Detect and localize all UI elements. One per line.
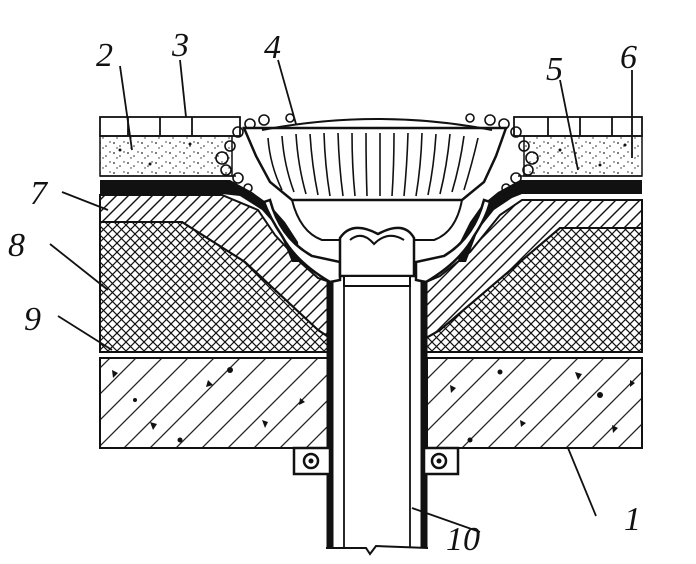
label-2: 2 — [96, 37, 113, 74]
label-5: 5 — [546, 51, 563, 88]
label-7: 7 — [30, 175, 49, 212]
label-1: 1 — [624, 501, 641, 538]
label-9: 9 — [24, 301, 41, 338]
drain-bowl — [262, 198, 492, 284]
pipe-clamps — [292, 446, 460, 476]
label-6: 6 — [620, 39, 637, 76]
number-labels: 2 3 4 5 6 7 8 9 10 1 — [8, 27, 641, 558]
drain-pipe — [326, 275, 429, 556]
label-4: 4 — [264, 29, 281, 66]
label-3: 3 — [171, 27, 189, 64]
label-8: 8 — [8, 227, 25, 264]
mortar-layer — [99, 113, 643, 193]
label-10: 10 — [446, 521, 480, 558]
concrete-slab-layer — [99, 351, 643, 449]
leader-lines — [49, 59, 633, 533]
drain-grate — [242, 118, 508, 202]
surface-tile-layer — [99, 116, 643, 137]
